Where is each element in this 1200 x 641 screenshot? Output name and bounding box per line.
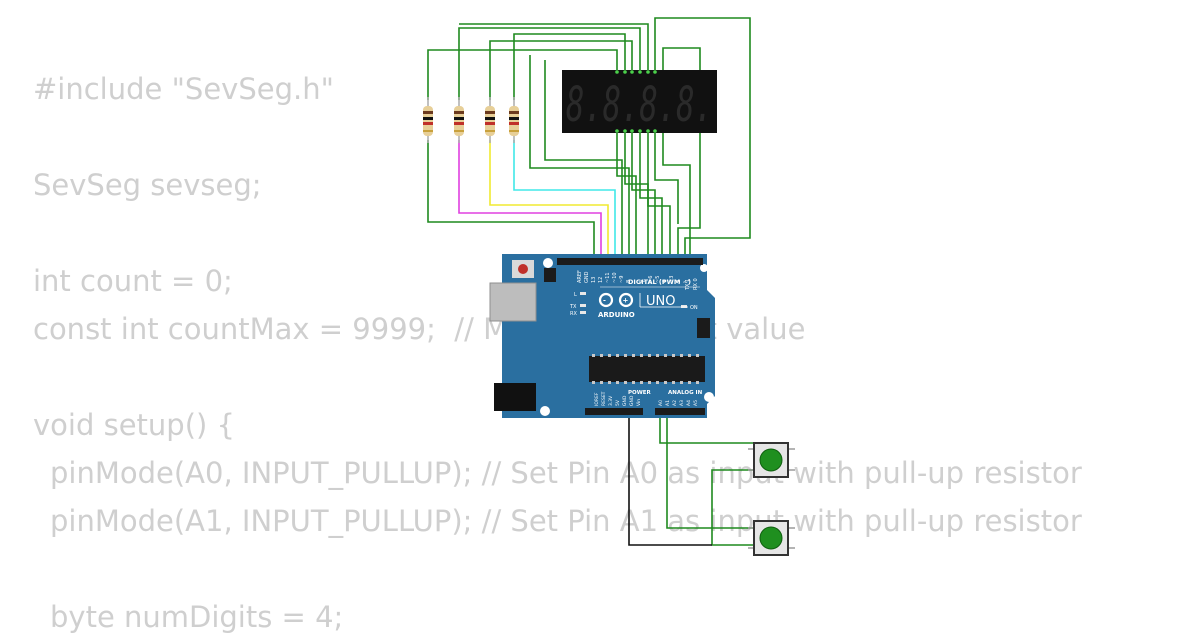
seven-segment-display: 8.8.8.8. bbox=[562, 70, 717, 133]
pin-label: ~9 bbox=[619, 276, 625, 283]
power-pin-labels: IOREF RESET 3.3V 5V GND GND Vin bbox=[594, 391, 642, 406]
pin-label: A5 bbox=[693, 400, 699, 406]
wire-bot-a bbox=[616, 133, 637, 256]
svg-text:+: + bbox=[623, 297, 629, 305]
code-line: int count = 0; bbox=[33, 264, 233, 298]
pin-label: GND bbox=[629, 395, 635, 406]
wire-resistor4-pin9 bbox=[513, 140, 616, 256]
led-tx-label: TX bbox=[569, 304, 577, 310]
pin-label: GND bbox=[584, 271, 590, 283]
wire-top-d bbox=[544, 60, 623, 256]
code-line: pinMode(A1, INPUT_PULLUP); // Set Pin A1… bbox=[50, 504, 1082, 538]
analog-label: ANALOG IN bbox=[668, 390, 703, 396]
arduino-brand: ARDUINO bbox=[598, 311, 635, 319]
wire-res3-top bbox=[489, 40, 633, 100]
wire-a1-button2 bbox=[666, 415, 756, 529]
pin-label: RX 0 bbox=[693, 278, 699, 290]
arduino-logo-icon bbox=[598, 292, 634, 308]
pin-label: AREF bbox=[577, 270, 583, 283]
pin-label: GND bbox=[622, 395, 628, 406]
wire-resistor3-pin10 bbox=[489, 140, 609, 256]
wire-btn1-btn2 bbox=[711, 469, 756, 546]
pin-label: A2 bbox=[672, 400, 678, 406]
pin-label: ~3 bbox=[669, 276, 675, 283]
wire-top-e bbox=[529, 55, 630, 256]
resistor bbox=[509, 97, 519, 143]
wire-res2-top bbox=[458, 27, 641, 100]
pin-label: A3 bbox=[679, 400, 685, 406]
led-rx-label: RX bbox=[570, 311, 577, 317]
pin-label: 3.3V bbox=[608, 395, 614, 406]
code-line: #include "SevSeg.h" bbox=[33, 72, 334, 106]
resistor bbox=[485, 97, 495, 143]
pin-label: 5V bbox=[615, 399, 621, 406]
push-button-2 bbox=[748, 520, 795, 556]
code-line: pinMode(A0, INPUT_PULLUP); // Set Pin A0… bbox=[50, 456, 1082, 490]
pin-label: A4 bbox=[686, 400, 692, 406]
pin-label: A1 bbox=[665, 400, 671, 406]
wire-bot-d bbox=[639, 133, 663, 256]
wire-a0-button1 bbox=[659, 415, 756, 444]
pin-label: ~11 bbox=[605, 272, 611, 283]
microcontroller-chip bbox=[589, 356, 705, 382]
wire-gnd-button bbox=[628, 415, 712, 546]
analog-header bbox=[655, 408, 705, 415]
wire-bot-g bbox=[662, 133, 691, 256]
wire-bot-e bbox=[647, 133, 671, 256]
display-digits: 8.8.8.8. bbox=[566, 77, 713, 133]
code-line: SevSeg sevseg; bbox=[33, 168, 262, 202]
wire-bot-f bbox=[654, 133, 679, 224]
pin-label: A0 bbox=[658, 400, 664, 406]
pin-label: Vin bbox=[636, 399, 642, 406]
wire-resistor2-pin11 bbox=[458, 140, 602, 256]
wire-res4-top bbox=[513, 33, 626, 100]
pin-label: 13 bbox=[591, 277, 597, 283]
wire-res1-top bbox=[427, 49, 618, 100]
pin-label: RESET bbox=[601, 391, 607, 406]
pin-label: TX 1 bbox=[685, 279, 691, 291]
wires bbox=[427, 17, 756, 546]
pin-label: IOREF bbox=[594, 392, 600, 406]
digital-pin-labels: AREF GND 13 12 ~11 ~10 ~9 8 7 ~6 ~5 4 ~3… bbox=[577, 270, 699, 291]
wire-resistor1-pin12 bbox=[427, 140, 595, 256]
wire-top-c bbox=[662, 47, 701, 256]
code-line: void setup() { bbox=[33, 408, 235, 442]
arduino-model: UNO bbox=[646, 294, 675, 309]
wire-top-a bbox=[459, 23, 649, 70]
pin-label: 8 bbox=[626, 280, 632, 283]
power-header bbox=[585, 408, 643, 415]
pin-label: 2 bbox=[676, 280, 682, 283]
power-jack bbox=[494, 383, 536, 411]
svg-text:-: - bbox=[603, 297, 606, 305]
resistor bbox=[423, 97, 433, 143]
power-label: POWER bbox=[628, 390, 652, 396]
pin-label: ~6 bbox=[648, 276, 654, 283]
led-on-label: ON bbox=[690, 305, 698, 311]
digital-header bbox=[557, 258, 703, 265]
code-line: byte numDigits = 4; bbox=[50, 600, 344, 634]
usb-port bbox=[489, 282, 537, 322]
pin-label: ~10 bbox=[612, 272, 618, 283]
pin-label: 4 bbox=[662, 280, 668, 283]
resistor bbox=[454, 97, 464, 143]
wire-bot-c bbox=[631, 133, 656, 256]
pin-label: 12 bbox=[598, 277, 604, 283]
push-button-1 bbox=[748, 442, 795, 478]
pin-label: ~5 bbox=[655, 276, 661, 283]
arduino-uno-board: AREF GND 13 12 ~11 ~10 ~9 8 7 ~6 ~5 4 ~3… bbox=[489, 254, 715, 418]
wire-bot-b bbox=[624, 133, 649, 256]
wire-top-b bbox=[654, 17, 751, 256]
digital-header-label: DIGITAL (PWM ~) bbox=[628, 278, 691, 286]
resistors bbox=[423, 97, 519, 143]
pin-label: 7 bbox=[641, 280, 647, 283]
led-l-label: L bbox=[574, 292, 577, 298]
analog-pin-labels: A0 A1 A2 A3 A4 A5 bbox=[658, 400, 699, 406]
